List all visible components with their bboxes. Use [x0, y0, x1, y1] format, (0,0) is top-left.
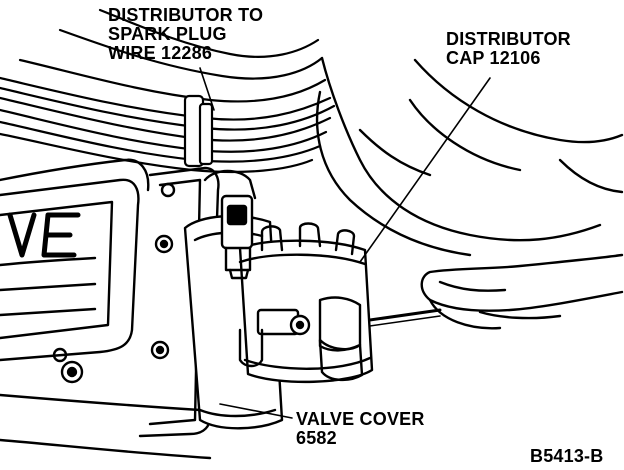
air-intake-duct — [315, 56, 624, 257]
valve-cover-label-line1: VALVE COVER — [296, 409, 425, 429]
figure-id: B5413-B — [530, 446, 604, 466]
valve-cover-label: VALVE COVER 6582 — [296, 410, 425, 448]
wire-label: DISTRIBUTOR TO SPARK PLUG WIRE 12286 — [108, 6, 263, 63]
distributor-assembly — [183, 214, 374, 430]
leader-cap — [359, 77, 491, 263]
cap-label-line2: CAP 12106 — [446, 48, 541, 68]
leader-lines — [199, 67, 491, 419]
cap-label-line1: DISTRIBUTOR — [446, 29, 571, 49]
leader-wire — [199, 67, 215, 111]
wire-label-line2: SPARK PLUG — [108, 24, 227, 44]
wire-label-line1: DISTRIBUTOR TO — [108, 5, 264, 25]
cap-label: DISTRIBUTOR CAP 12106 — [446, 30, 571, 68]
leader-valve-cover — [219, 403, 293, 419]
wire-connector — [203, 169, 257, 280]
valve-cover — [0, 158, 212, 460]
valve-cover-label-line2: 6582 — [296, 428, 337, 448]
wire-label-line3: WIRE 12286 — [108, 43, 213, 63]
